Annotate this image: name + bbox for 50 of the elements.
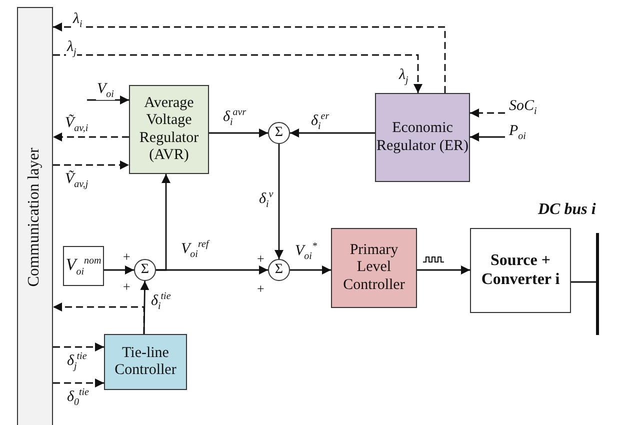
block-label: Tie-line Controller <box>114 344 178 380</box>
block-label: Primary Level Controller <box>342 242 406 294</box>
controller-block <box>104 334 187 390</box>
block-label: Average Voltage Regulator (AVR) <box>138 95 200 164</box>
converter-block <box>470 228 571 313</box>
dc-bus-line <box>596 233 599 335</box>
signal-label: λ$_{j}$ <box>66 40 78 58</box>
controller-block <box>331 228 417 308</box>
edge-label: λ$_{j}$ <box>398 68 410 86</box>
setpoint-box <box>63 246 104 286</box>
edge-label: Ṽ$_{av,j}$ <box>64 172 90 190</box>
sigma-symbol: Σ <box>274 124 284 142</box>
regulator-block <box>375 93 470 182</box>
signal-arrow <box>470 132 505 142</box>
signal-arrow <box>209 128 268 138</box>
sigma-symbol: Σ <box>274 262 284 278</box>
signal-arrow <box>53 378 104 388</box>
signal-arrow <box>274 144 284 259</box>
signal-arrow <box>53 302 145 334</box>
edge-label: SoC$_{i}$ <box>508 99 538 117</box>
edge-label: V$_{oi}$ <box>96 82 115 100</box>
signal-arrow <box>53 342 104 352</box>
edge-label: P$_{oi}$ <box>508 124 527 142</box>
signal-arrow <box>470 108 505 118</box>
signal-arrow <box>104 266 134 274</box>
sign-label: + <box>256 282 266 295</box>
signal-arrow <box>417 266 470 274</box>
sign-label: + <box>122 250 132 263</box>
signal-arrow <box>156 174 170 271</box>
summing-junction <box>134 259 156 281</box>
signal-arrow <box>53 22 446 93</box>
sign-label: + <box>122 280 132 293</box>
signal-arrow <box>53 160 129 170</box>
bus-label: DC bus i <box>538 201 596 219</box>
comm-layer-bar <box>17 7 53 425</box>
signal-arrow <box>290 266 331 274</box>
block-label: Source + Converter i <box>480 252 561 289</box>
sigma-symbol: Σ <box>140 262 150 278</box>
block-label: Economic Regulator (ER) <box>376 120 469 155</box>
signal-arrow <box>87 96 129 104</box>
signal-arrow <box>53 132 129 142</box>
edge-label: Ṽ$_{av,i}$ <box>64 116 90 134</box>
edge-label: λ$_{i}$ <box>72 12 84 30</box>
layer-label: Communication layer <box>26 148 44 287</box>
sign-label: + <box>256 252 266 265</box>
regulator-block <box>129 85 209 174</box>
signal-arrow <box>290 128 375 138</box>
summing-junction <box>268 122 290 144</box>
signal-arrow <box>53 54 422 93</box>
summing-junction <box>268 259 290 281</box>
